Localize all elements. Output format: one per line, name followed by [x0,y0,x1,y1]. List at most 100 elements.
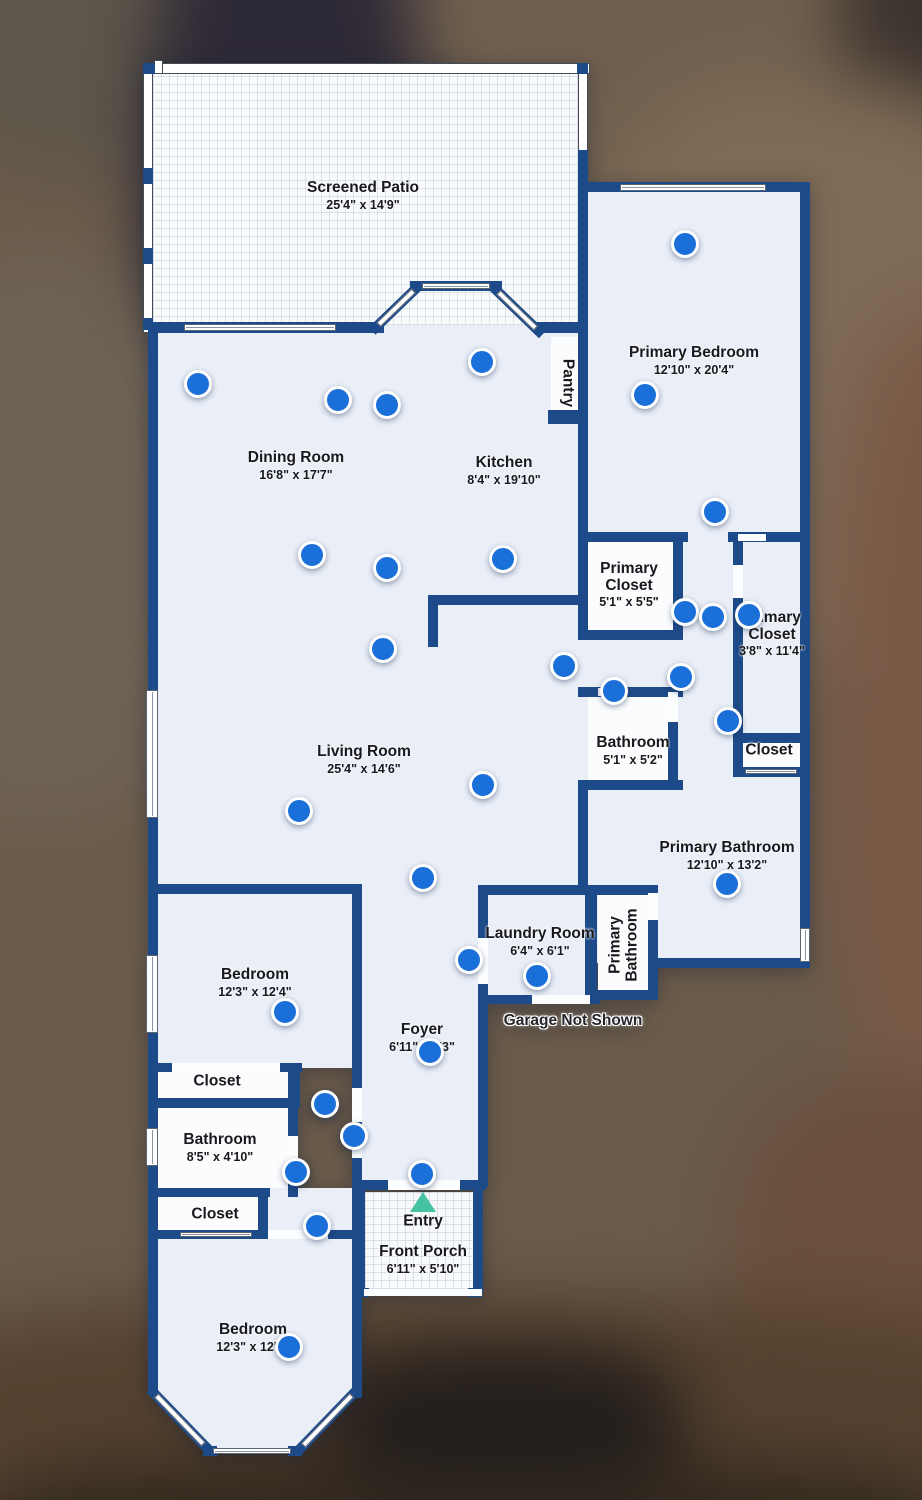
camera-point[interactable] [600,677,628,705]
camera-point[interactable] [735,601,763,629]
room-name: Closet [193,1072,241,1090]
room-label-closet-2: Closet [191,1205,239,1224]
wall [733,532,743,565]
door-opening [172,1063,280,1072]
camera-point[interactable] [416,1038,444,1066]
camera-point[interactable] [455,946,483,974]
wall [673,532,683,640]
door-opening [668,692,678,722]
door-opening [733,565,743,598]
wall [548,410,588,424]
camera-point[interactable] [275,1333,303,1361]
wall [355,1288,369,1297]
camera-point[interactable] [468,348,496,376]
wall [148,884,362,894]
floor-small-room [598,893,648,990]
camera-point[interactable] [701,498,729,526]
camera-point[interactable] [184,370,212,398]
wall [733,598,743,767]
room-name: Primary Bedroom [628,344,760,362]
window [180,1232,252,1237]
wall [258,1188,268,1239]
floor-small-room [158,1197,258,1230]
wall [203,1446,217,1456]
camera-point[interactable] [713,870,741,898]
room-dimensions: 25'4" x 14'6" [327,761,401,776]
room-name: Laundry Room [485,925,595,943]
wall [650,958,810,968]
floor-small-room [588,542,673,630]
door-opening [478,938,488,984]
window [213,1448,291,1454]
camera-point[interactable] [469,771,497,799]
floor [357,884,478,1189]
garage-note: Garage Not Shown [503,1012,643,1029]
room-dimensions: 12'10" x 13'2" [686,857,768,872]
floor-small-room [158,1108,288,1188]
wall [578,150,588,182]
room-dimensions: 3'8" x 11'4" [739,644,805,659]
wall [668,687,678,790]
wall [800,182,810,968]
camera-point[interactable] [340,1122,368,1150]
camera-point[interactable] [373,554,401,582]
camera-point[interactable] [714,707,742,735]
wall [578,687,683,697]
camera-point[interactable] [282,1158,310,1186]
camera-point[interactable] [298,541,326,569]
door-opening [364,1289,482,1296]
camera-point[interactable] [671,598,699,626]
camera-point[interactable] [699,603,727,631]
camera-point[interactable] [285,797,313,825]
entry-direction-marker [410,1192,436,1212]
room-label-entry: Entry [403,1213,443,1231]
wall [578,787,588,893]
room-name: Closet [191,1205,239,1223]
floor-small-room [588,697,668,780]
camera-point[interactable] [631,381,659,409]
wall [578,630,683,640]
camera-point[interactable] [409,864,437,892]
camera-point[interactable] [324,386,352,414]
wall [148,322,158,1392]
room-name: Kitchen [475,454,533,472]
window [146,1128,158,1166]
room-name: Primary Closet [600,559,658,594]
room-name: Primary Bathroom [659,839,795,857]
camera-point[interactable] [523,962,551,990]
floor [153,884,357,1068]
camera-point[interactable] [408,1160,436,1188]
room-dimensions: 5'1" x 5'2" [603,752,663,767]
camera-point[interactable] [671,230,699,258]
camera-point[interactable] [550,652,578,680]
camera-point[interactable] [373,391,401,419]
door-opening [268,1230,328,1239]
door-opening [532,995,590,1004]
camera-point[interactable] [489,545,517,573]
camera-point[interactable] [271,998,299,1026]
camera-point[interactable] [303,1212,331,1240]
camera-point[interactable] [311,1090,339,1118]
room-name: Bedroom [220,966,290,984]
room-label-closet-right: Closet [745,742,792,760]
room-dimensions: 16'8" x 17'7" [259,467,333,482]
window [745,769,797,774]
room-name: Front Porch [379,1243,467,1261]
room-name: Dining Room [247,449,345,467]
camera-point[interactable] [369,635,397,663]
camera-point[interactable] [667,663,695,691]
window [422,283,490,289]
room-name: Bathroom [183,1131,257,1149]
wall [143,248,153,264]
window [184,324,336,331]
